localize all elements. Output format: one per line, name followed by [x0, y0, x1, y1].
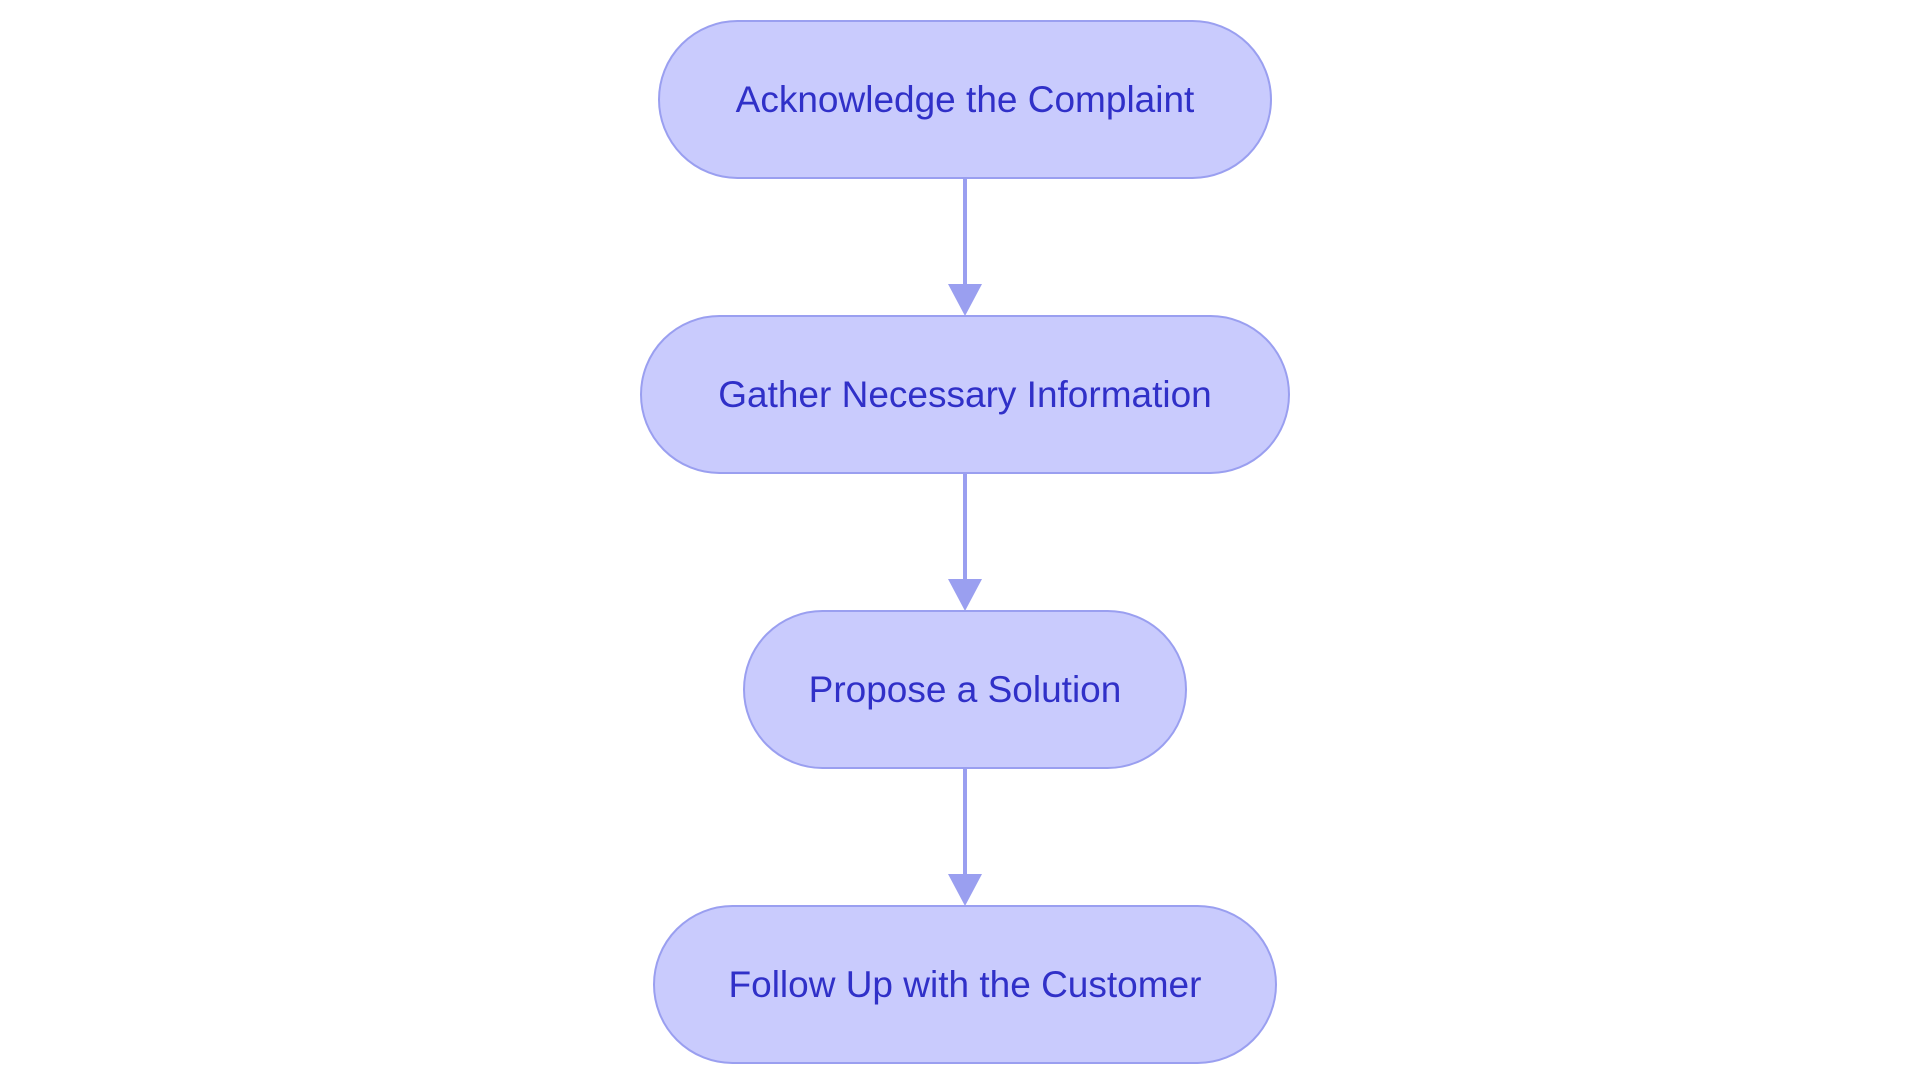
arrowhead-icon	[948, 874, 982, 906]
edge-n3-n4	[948, 768, 982, 906]
node-shape	[640, 315, 1290, 474]
node-propose-solution: Propose a Solution	[743, 610, 1187, 769]
node-follow-up: Follow Up with the Customer	[653, 905, 1277, 1064]
edge-n1-n2	[948, 178, 982, 316]
node-shape	[658, 20, 1272, 179]
node-shape	[653, 905, 1277, 1064]
node-shape	[743, 610, 1187, 769]
node-gather-information: Gather Necessary Information	[640, 315, 1290, 474]
node-label: Acknowledge the Complaint	[736, 79, 1195, 120]
node-label: Gather Necessary Information	[718, 374, 1212, 415]
edge-n2-n3	[948, 473, 982, 611]
node-label: Propose a Solution	[809, 669, 1122, 710]
node-label: Follow Up with the Customer	[729, 964, 1202, 1005]
node-acknowledge-complaint: Acknowledge the Complaint	[658, 20, 1272, 179]
arrowhead-icon	[948, 284, 982, 316]
arrowhead-icon	[948, 579, 982, 611]
